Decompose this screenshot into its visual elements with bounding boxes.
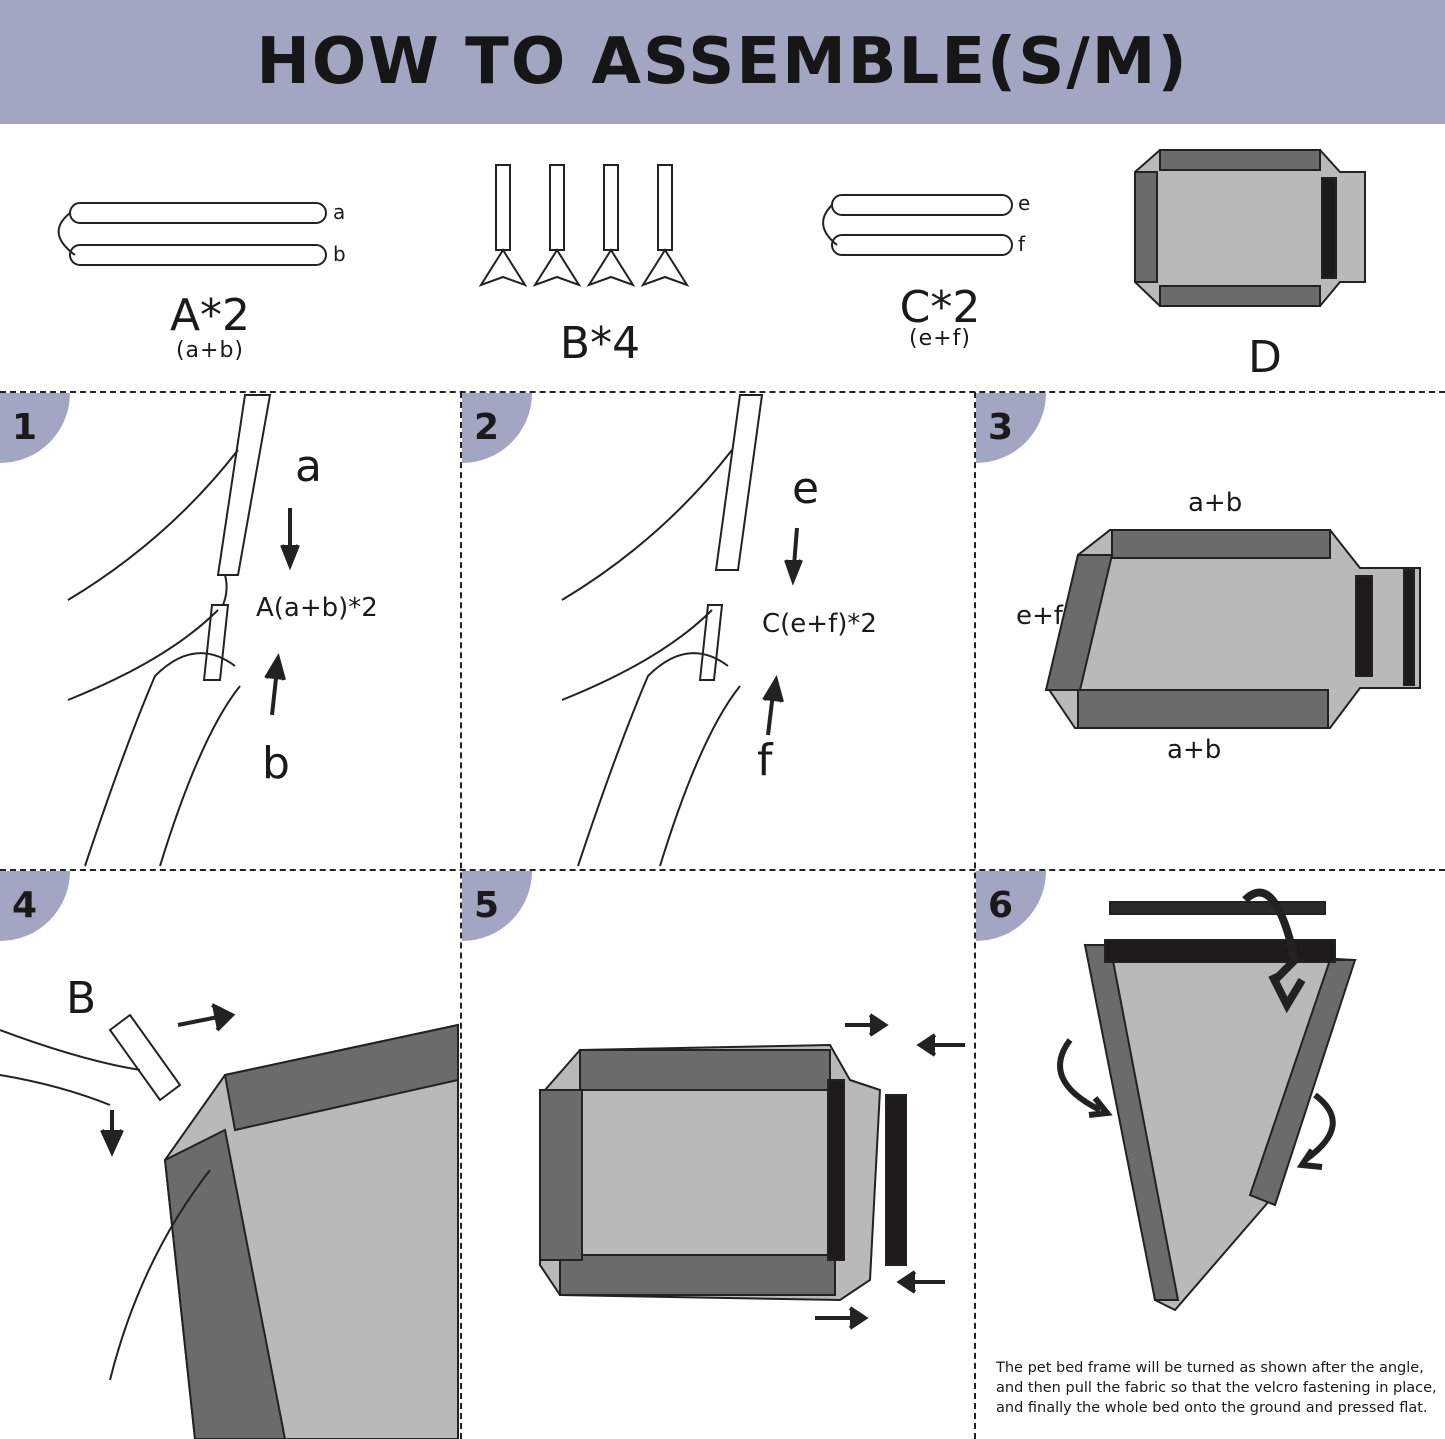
note-line: and then pull the fabric so that the vel… — [996, 1380, 1437, 1396]
step6-fold-icon — [1057, 888, 1357, 1312]
part-d-label: D — [1248, 332, 1282, 383]
part-c-sub: (e+f) — [909, 326, 971, 351]
step1-top-letter: a — [295, 441, 322, 492]
step2-top-letter: e — [792, 463, 820, 514]
divider-middle — [0, 869, 1445, 871]
divider-right — [974, 392, 976, 1439]
step4-corner-icon — [0, 1003, 459, 1439]
step3-frame-icon — [1044, 529, 1421, 729]
step-badge: 6 — [976, 871, 1046, 941]
header-banner: HOW TO ASSEMBLE(S/M) — [0, 0, 1445, 124]
tube-f-label: f — [1018, 232, 1026, 256]
step-badge: 4 — [0, 871, 70, 941]
step3-bottom-label: a+b — [1167, 735, 1222, 765]
part-c-tubes-icon — [822, 194, 1013, 256]
step-badge: 3 — [976, 393, 1046, 463]
step3-top-label: a+b — [1188, 488, 1243, 518]
step5-frame-icon — [538, 1013, 965, 1330]
step-1-panel: 1 a A(a+b)*2 b — [0, 393, 460, 869]
step1-bottom-letter: b — [262, 738, 290, 789]
divider-left — [460, 392, 462, 1439]
part-d-fabric-icon — [1134, 149, 1366, 307]
page-title: HOW TO ASSEMBLE(S/M) — [256, 25, 1189, 99]
step6-note: The pet bed frame will be turned as show… — [996, 1358, 1441, 1418]
step-3-panel: 3 a+b e+f a+b — [976, 393, 1445, 869]
part-b-label: B*4 — [559, 318, 641, 369]
step-5-panel: 5 — [462, 871, 974, 1439]
step-badge: 5 — [462, 871, 532, 941]
note-line: and finally the whole bed onto the groun… — [996, 1400, 1428, 1416]
tube-e-label: e — [1018, 191, 1031, 215]
part-a-sub: (a+b) — [175, 338, 245, 363]
step2-center-text: C(e+f)*2 — [762, 609, 877, 639]
step-badge: 1 — [0, 393, 70, 463]
divider-top — [0, 391, 1445, 393]
step3-left-label: e+f — [1016, 601, 1063, 631]
step1-center-text: A(a+b)*2 — [256, 593, 378, 623]
step-badge: 2 — [462, 393, 532, 463]
step-2-panel: 2 e C(e+f)*2 f — [462, 393, 974, 869]
part-a-label: A*2 — [169, 290, 251, 341]
step2-bottom-letter: f — [757, 735, 773, 786]
part-a-tubes-icon — [57, 202, 327, 266]
step2-assembly-icon — [561, 394, 803, 867]
tube-a-label: a — [333, 200, 346, 224]
step-6-panel: 6 — [976, 871, 1445, 1439]
part-b-legs-icon — [478, 164, 690, 287]
step4-part-letter: B — [66, 973, 97, 1024]
note-line: The pet bed frame will be turned as show… — [996, 1360, 1424, 1376]
tube-b-label: b — [333, 242, 346, 266]
step-4-panel: 4 B — [0, 871, 460, 1439]
step1-assembly-icon — [67, 394, 300, 867]
part-c-label: C*2 — [899, 282, 981, 333]
